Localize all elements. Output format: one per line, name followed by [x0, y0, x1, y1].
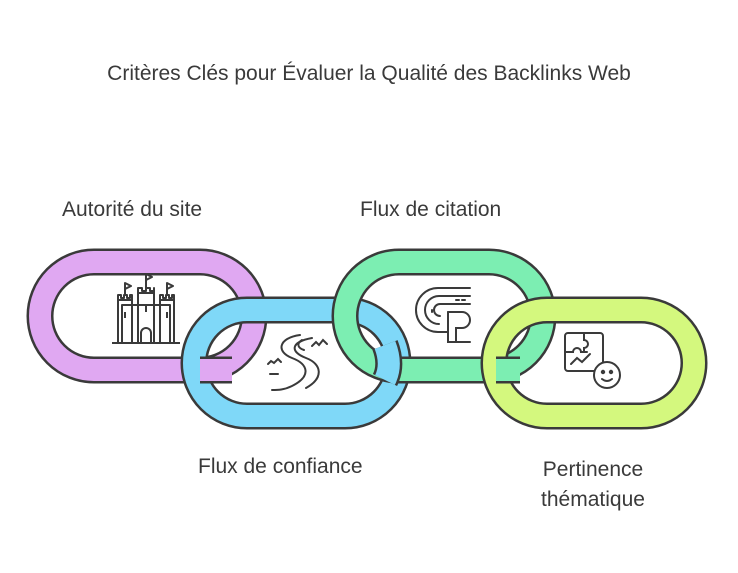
chain-link-pertinence [480, 296, 708, 430]
label-autorite-du-site: Autorité du site [62, 198, 203, 221]
label-flux-de-citation: Flux de citation [360, 198, 502, 221]
label-flux-de-confiance: Flux de confiance [198, 455, 363, 478]
diagram-title: Critères Clés pour Évaluer la Qualité de… [107, 62, 631, 85]
label-pertinence-thematique: Pertinence thématique [541, 458, 645, 511]
citation-track-icon [415, 287, 471, 343]
topic-puzzle-icon [564, 332, 621, 389]
winding-river-icon [267, 334, 328, 391]
castle-icon [112, 273, 180, 344]
